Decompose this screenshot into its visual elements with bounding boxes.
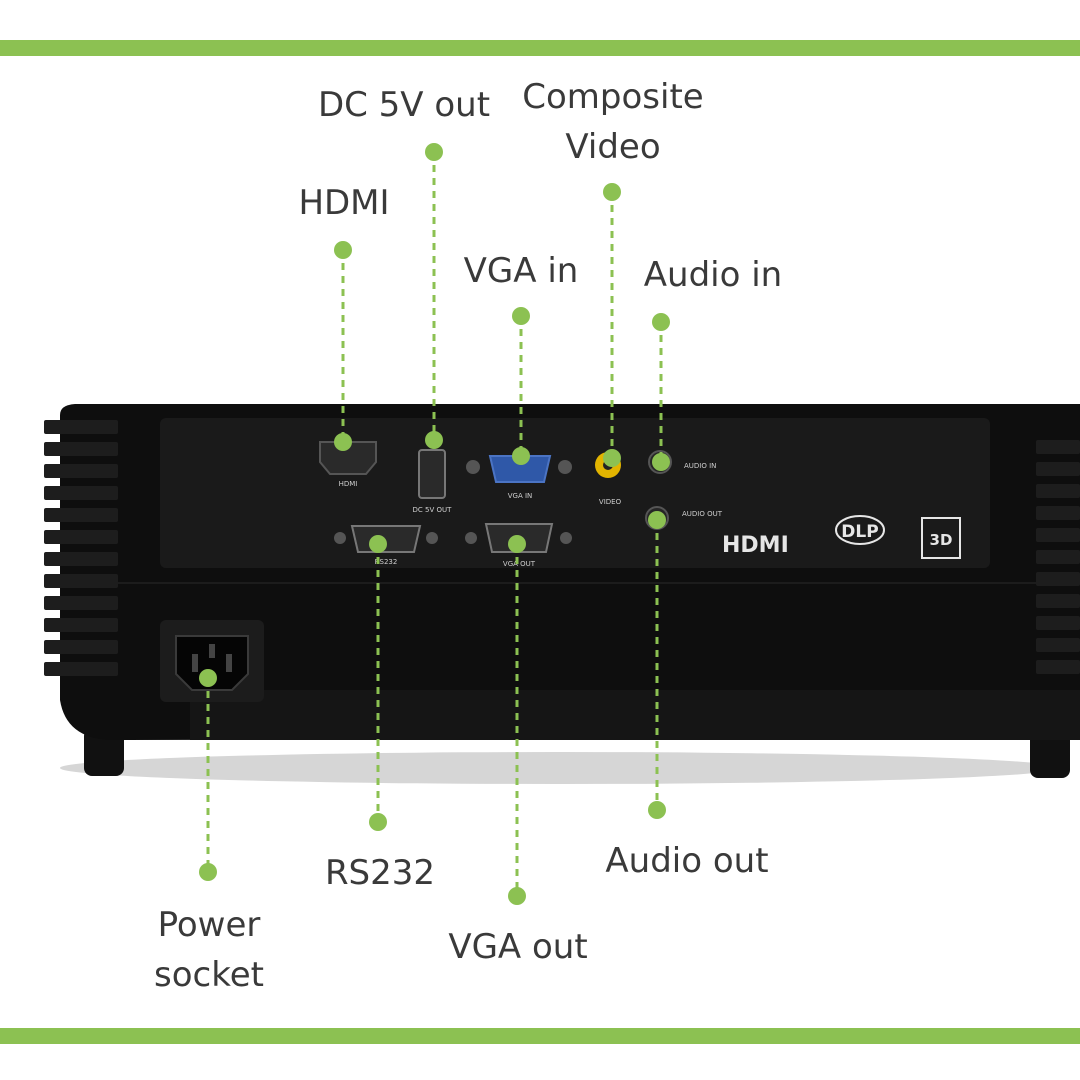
power-pin-left (192, 654, 198, 672)
power-label-line1: Power (157, 905, 261, 945)
dc-out-port-dot (425, 431, 443, 449)
3d-badge-frame (921, 517, 961, 559)
composite-label-line1: Composite (522, 77, 704, 117)
vga-in-port-dot (512, 447, 530, 465)
bottom-accent-band (0, 1028, 1080, 1044)
power-pin-right (226, 654, 232, 672)
audio-in-leader-dot (652, 313, 670, 331)
vga-out-leader-dot (508, 887, 526, 905)
audio-in-callout: Audio in (630, 250, 796, 300)
vga-out-label: VGA out (448, 927, 588, 967)
right-vents (1036, 440, 1080, 674)
vga-out-screw-left (465, 532, 477, 544)
audio-out-leader-dot (648, 801, 666, 819)
audio-out-callout: Audio out (592, 836, 782, 886)
audio-in-port-label: AUDIO IN (684, 462, 716, 470)
left-vents (44, 420, 118, 676)
dc-out-port-label: DC 5V OUT (413, 506, 453, 514)
vga-out-port-label: VGA OUT (503, 560, 536, 568)
composite-port-dot (603, 449, 621, 467)
rs232-port-dot (369, 535, 387, 553)
composite-label-line2: Video (565, 127, 661, 167)
audio-out-label: Audio out (605, 841, 769, 881)
audio-in-label: Audio in (643, 255, 783, 295)
vga-out-screw-right (560, 532, 572, 544)
vga-in-screw-right (558, 460, 572, 474)
rs232-screw-left (334, 532, 346, 544)
vga-in-leader-dot (512, 307, 530, 325)
top-accent-band (0, 40, 1080, 56)
vga-out-callout: VGA out (432, 922, 604, 972)
power-leader-dot (199, 863, 217, 881)
hdmi-label: HDMI (298, 183, 390, 223)
video-port-label: VIDEO (599, 498, 622, 506)
dc-out-callout: DC 5V out (304, 80, 504, 130)
power-socket-dot (199, 669, 217, 687)
vga-in-port-label: VGA IN (508, 492, 533, 500)
dlp-logo: DLP (841, 522, 878, 542)
hdmi-logo: HDMI (722, 533, 789, 558)
left-foot (84, 728, 124, 776)
port-panel (160, 418, 990, 568)
hdmi-port-label: HDMI (339, 480, 358, 488)
audio-out-port-label: AUDIO OUT (682, 510, 723, 518)
vga-in-label: VGA in (463, 251, 579, 291)
dc-out-label: DC 5V out (317, 85, 491, 125)
hdmi-port-dot (334, 433, 352, 451)
body-lower-lip (190, 690, 1080, 740)
hdmi-port (319, 441, 377, 475)
rs232-leader-dot (369, 813, 387, 831)
dc-out-leader-dot (425, 143, 443, 161)
floor-shadow (60, 752, 1060, 784)
power-label-line2: socket (154, 955, 264, 995)
body-seam (70, 582, 1080, 584)
composite-leader-dot (603, 183, 621, 201)
3d-badge: 3D (930, 531, 953, 549)
right-foot (1030, 728, 1070, 778)
rs232-callout: RS232 (310, 848, 450, 898)
composite-video-callout: Composite Video (508, 72, 718, 172)
vga-out-port-dot (508, 535, 526, 553)
dc-5v-usb-port (418, 449, 446, 499)
rs232-port (350, 525, 422, 553)
rs232-label: RS232 (324, 853, 436, 893)
audio-out-port-dot (648, 511, 666, 529)
hdmi-callout: HDMI (274, 178, 414, 228)
power-socket (175, 635, 249, 691)
vga-in-screw-left (466, 460, 480, 474)
power-pin-earth (209, 644, 215, 658)
vga-in-callout: VGA in (446, 246, 596, 296)
dlp-logo-ring (835, 515, 885, 545)
hdmi-leader-dot (334, 241, 352, 259)
rs232-port-label: RS232 (375, 558, 398, 566)
power-socket-callout: Power socket (134, 900, 284, 1000)
audio-in-port-dot (652, 453, 670, 471)
rs232-screw-right (426, 532, 438, 544)
